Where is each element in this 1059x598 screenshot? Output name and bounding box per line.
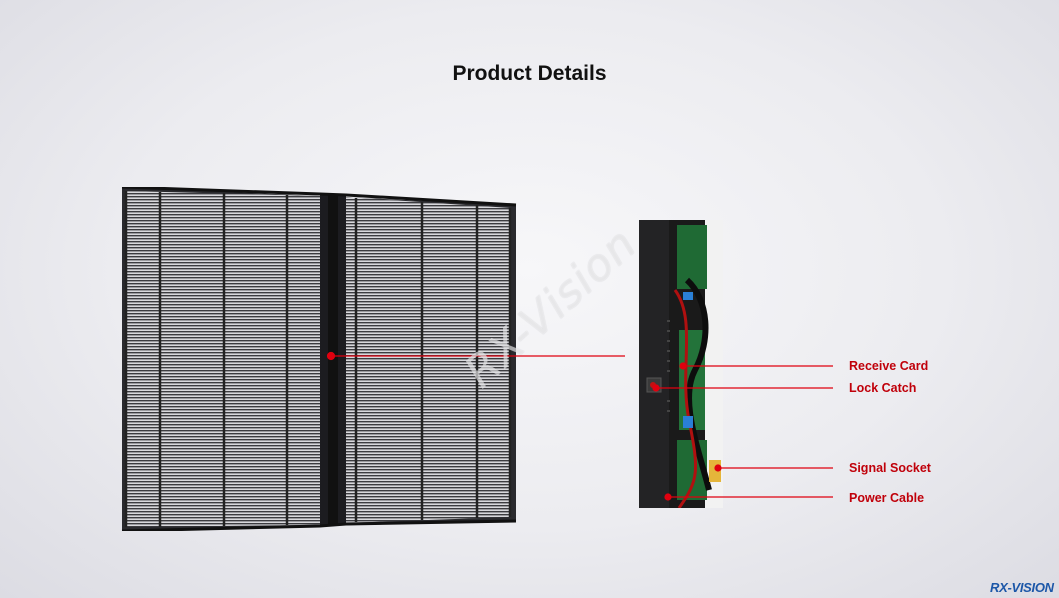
page-title: Product Details	[452, 62, 607, 85]
signal-socket-dot	[714, 464, 722, 472]
callout-power-cable: Power Cable	[849, 491, 925, 505]
callout-signal-socket: Signal Socket	[849, 461, 931, 475]
panel-callout-dot	[326, 351, 336, 361]
receive-card-dot	[679, 362, 687, 370]
callout-receive-card: Receive Card	[849, 359, 929, 373]
lock-catch-dot	[652, 384, 660, 392]
callout-lock-catch: Lock Catch	[849, 381, 917, 395]
power-cable-dot	[664, 493, 672, 501]
brand-logo: RX-VISION	[990, 580, 1054, 595]
transparent-led-panel-image	[120, 187, 518, 531]
